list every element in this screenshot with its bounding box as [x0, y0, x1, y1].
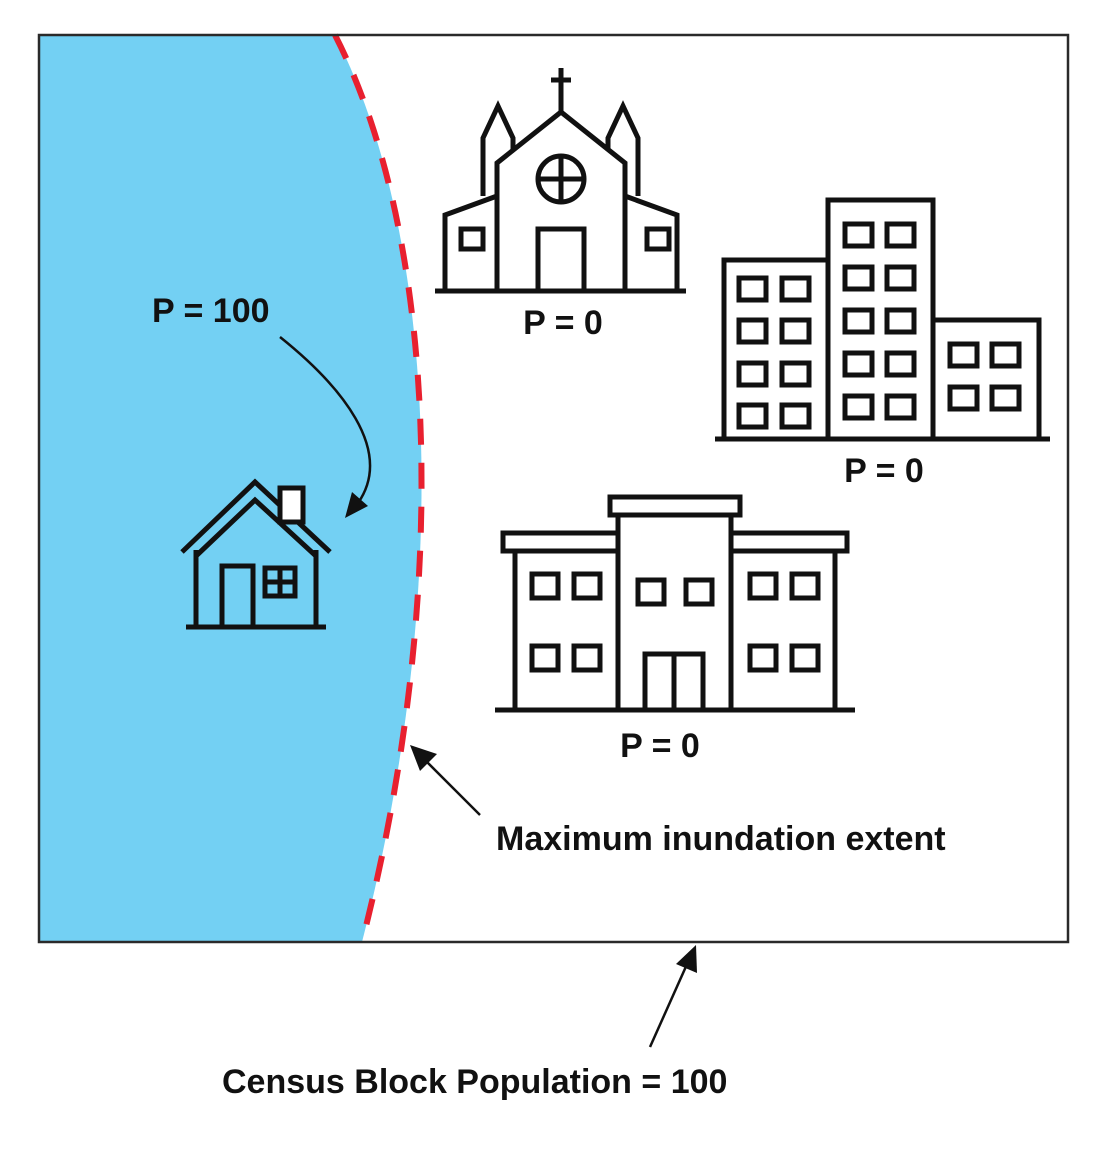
census-block-pointer-arrowhead — [676, 945, 697, 973]
house-pointer-arrowhead — [345, 492, 368, 518]
apartment-buildings-icon — [715, 197, 1050, 442]
church-population-label: P = 0 — [523, 304, 603, 342]
census-block-population-label: Census Block Population = 100 — [222, 1063, 727, 1101]
apartments-population-label: P = 0 — [844, 452, 924, 490]
school-population-label: P = 0 — [620, 727, 700, 765]
inundation-extent-label: Maximum inundation extent — [496, 820, 946, 858]
census-block-boundary — [37, 33, 1070, 944]
house-pointer-arrow — [279, 336, 372, 504]
school-building-icon — [495, 494, 855, 713]
church-icon — [435, 68, 686, 294]
inundation-extent-line — [332, 33, 425, 943]
inundation-pointer-arrow — [424, 759, 481, 816]
house-icon — [180, 478, 332, 630]
flood-water-area — [40, 35, 422, 942]
census-block-pointer-arrow — [648, 961, 690, 1048]
house-population-label: P = 100 — [152, 292, 270, 330]
inundation-pointer-arrowhead — [410, 745, 437, 771]
